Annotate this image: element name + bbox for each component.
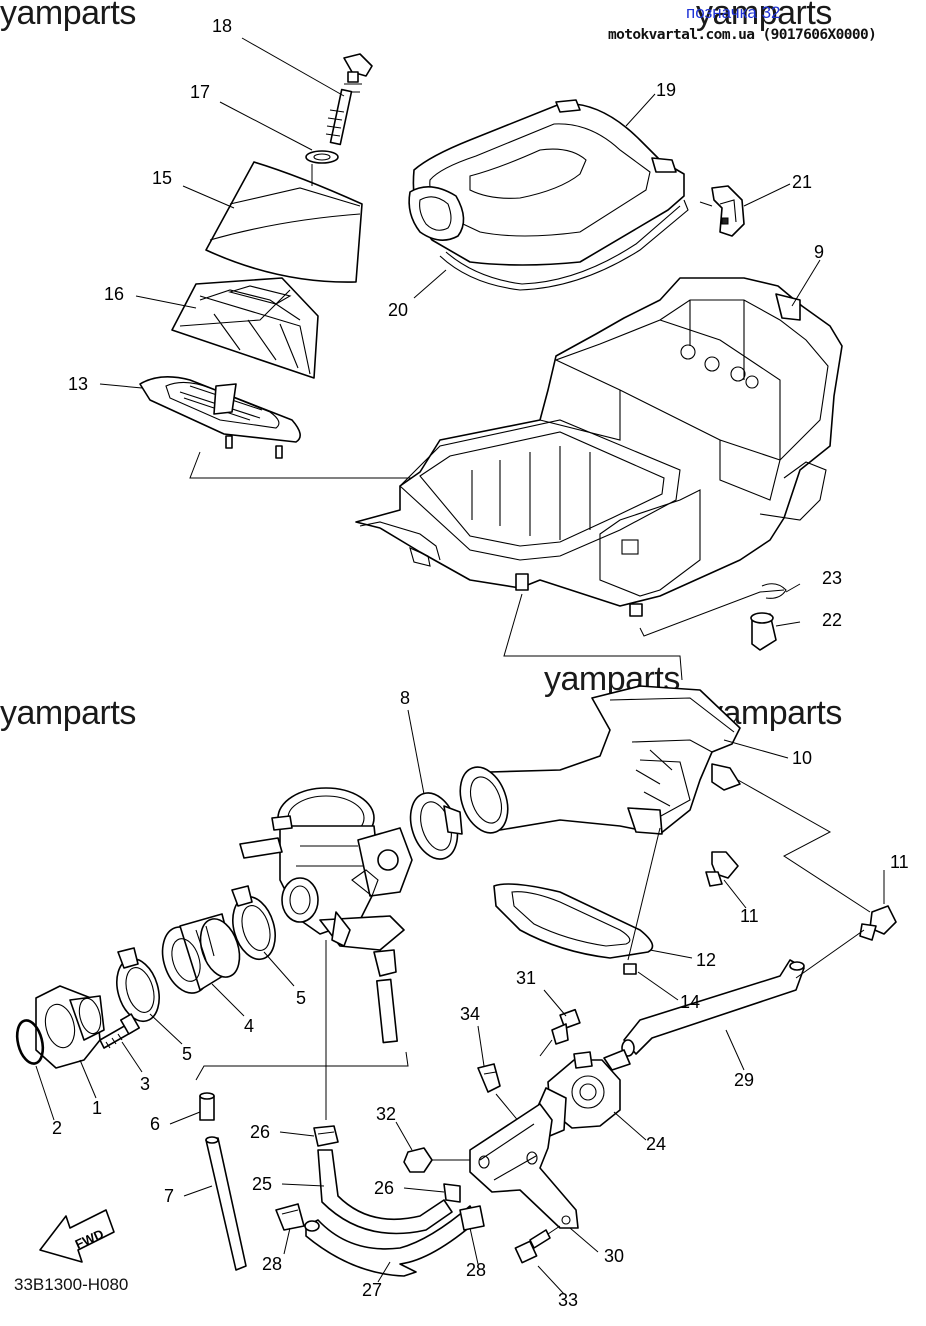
part-13-filter-base xyxy=(139,376,301,459)
callout-32[interactable]: 32 xyxy=(376,1104,396,1124)
part-32-nut xyxy=(403,1147,470,1173)
callout-4[interactable]: 4 xyxy=(244,1016,254,1036)
callout-numbers: 18 17 15 16 13 19 21 20 9 23 22 8 10 11 … xyxy=(52,16,909,1310)
part-21-clip xyxy=(699,185,745,237)
part-22-drain-cap xyxy=(750,612,801,651)
carburetor xyxy=(239,787,413,1044)
part-5-clamp-upper xyxy=(231,885,276,961)
part-28-clip-left xyxy=(275,1203,305,1231)
part-6-fitting xyxy=(199,1092,215,1121)
callout-11-b[interactable]: 11 xyxy=(890,852,909,872)
part-18-bolt xyxy=(325,53,373,146)
part-30-bracket xyxy=(469,1103,579,1229)
diagram-code: 33B1300-H080 xyxy=(14,1275,129,1294)
fwd-arrow-icon: FWD xyxy=(39,1209,115,1263)
callout-24[interactable]: 24 xyxy=(646,1134,666,1154)
part-33-bolt xyxy=(514,1225,561,1264)
part-31-bolt xyxy=(539,1008,581,1057)
part-27-hose xyxy=(304,1205,479,1277)
callout-31[interactable]: 31 xyxy=(516,968,536,988)
part-10-intake-joint xyxy=(459,685,741,835)
callout-17[interactable]: 17 xyxy=(190,82,210,102)
part-3-bolt xyxy=(99,1013,140,1049)
reference-link[interactable]: позначка 32 xyxy=(686,3,781,22)
callout-3[interactable]: 3 xyxy=(140,1074,150,1094)
part-20-cover-seal xyxy=(439,199,689,291)
callout-8[interactable]: 8 xyxy=(400,688,410,708)
callout-30[interactable]: 30 xyxy=(604,1246,624,1266)
callout-19[interactable]: 19 xyxy=(656,80,676,100)
callout-22[interactable]: 22 xyxy=(822,610,842,630)
part-14-nut xyxy=(623,827,661,975)
part-15-filter-element xyxy=(205,161,363,283)
leader-case-to-23 xyxy=(639,589,785,637)
callout-9[interactable]: 9 xyxy=(814,242,824,262)
callout-20[interactable]: 20 xyxy=(388,300,408,320)
callout-21[interactable]: 21 xyxy=(792,172,812,192)
watermark-top-left: yamparts xyxy=(0,0,136,32)
callout-5-lower[interactable]: 5 xyxy=(182,1044,192,1064)
callout-26-upper[interactable]: 26 xyxy=(250,1122,270,1142)
callout-15[interactable]: 15 xyxy=(152,168,172,188)
callout-11-a[interactable]: 11 xyxy=(740,906,759,926)
callout-2[interactable]: 2 xyxy=(52,1118,62,1138)
site-caption: motokvartal.com.ua (9017606X0000) xyxy=(608,27,877,43)
part-4-manifold xyxy=(161,913,241,994)
callout-33[interactable]: 33 xyxy=(558,1290,578,1310)
part-12-gasket xyxy=(493,883,654,959)
callout-28-right[interactable]: 28 xyxy=(466,1260,486,1280)
watermark-top-right: yamparts xyxy=(696,0,832,32)
part-17-washer xyxy=(305,150,339,164)
part-5-clamp-lower xyxy=(116,947,160,1023)
leader-carb-drain xyxy=(195,1051,409,1081)
part-11-elbow-b xyxy=(859,905,897,941)
part-19-filter-cover xyxy=(408,99,685,266)
callout-25[interactable]: 25 xyxy=(252,1174,272,1194)
part-9-filter-case xyxy=(355,277,843,617)
callout-28-left[interactable]: 28 xyxy=(262,1254,282,1274)
part-25-hose xyxy=(317,1149,453,1235)
part-1-joint xyxy=(35,985,105,1069)
callout-27[interactable]: 27 xyxy=(362,1280,382,1300)
part-34-clip xyxy=(477,1063,501,1093)
watermark-left: yamparts xyxy=(0,694,136,732)
callout-7[interactable]: 7 xyxy=(164,1186,174,1206)
part-26-clip-upper xyxy=(313,1125,339,1147)
callout-18[interactable]: 18 xyxy=(212,16,232,36)
callout-12[interactable]: 12 xyxy=(696,950,716,970)
part-11-elbow-a xyxy=(705,851,739,887)
leader-hose-to-11 xyxy=(795,929,865,979)
part-28-clip-right xyxy=(459,1205,485,1231)
leader-case-to-10 xyxy=(503,593,683,681)
part-26-clip-lower xyxy=(443,1183,461,1203)
callout-1[interactable]: 1 xyxy=(92,1098,102,1118)
part-29-hose xyxy=(621,959,805,1057)
callout-13[interactable]: 13 xyxy=(68,374,88,394)
part-8-clamp xyxy=(409,792,463,860)
part-16-filter-frame xyxy=(171,277,319,379)
callout-5-upper[interactable]: 5 xyxy=(296,988,306,1008)
callout-16[interactable]: 16 xyxy=(104,284,124,304)
callout-6[interactable]: 6 xyxy=(150,1114,160,1134)
callout-10[interactable]: 10 xyxy=(792,748,812,768)
callout-14[interactable]: 14 xyxy=(680,992,700,1012)
leader-lines xyxy=(35,37,885,1295)
part-7-hose xyxy=(205,1136,247,1271)
callout-23[interactable]: 23 xyxy=(822,568,842,588)
leader-joint-to-11 xyxy=(737,779,871,913)
part-2-o-ring xyxy=(15,1019,45,1065)
part-23-clip xyxy=(761,583,801,599)
callout-29[interactable]: 29 xyxy=(734,1070,754,1090)
callout-34[interactable]: 34 xyxy=(460,1004,480,1024)
callout-26-lower[interactable]: 26 xyxy=(374,1178,394,1198)
